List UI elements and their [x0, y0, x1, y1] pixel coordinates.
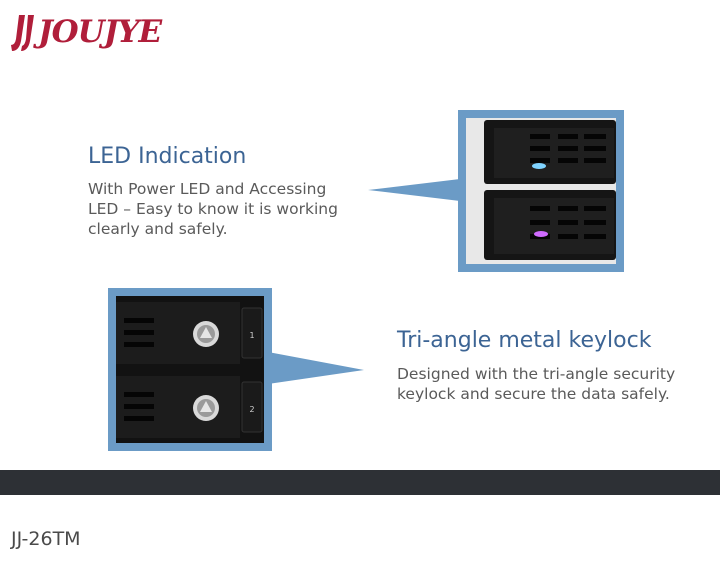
keylock-feature-description: Designed with the tri-angle security key…	[397, 365, 676, 403]
drive-bay-keylock-icon: 1 2	[116, 296, 264, 443]
led-feature-description: With Power LED and Accessing LED – Easy …	[88, 180, 338, 238]
drive-bay-keylock-photo: 1 2	[108, 288, 272, 451]
brand-mark-icon	[11, 15, 34, 51]
footer-bar	[0, 470, 720, 495]
led-callout-pointer	[368, 179, 460, 201]
keylock-callout-pointer	[268, 352, 364, 384]
model-number: JJ-26TM	[11, 528, 81, 550]
keylock-feature-title: Tri-angle metal keylock	[397, 328, 652, 353]
bay-label-2: 2	[249, 405, 254, 414]
bay-label-1: 1	[249, 331, 254, 340]
led-feature-title: LED Indication	[88, 144, 247, 169]
brand-name: JOUJYE	[38, 14, 162, 50]
drive-bay-led-photo	[458, 110, 624, 272]
brand-logo: JOUJYE	[10, 10, 162, 54]
drive-bay-led-icon	[466, 118, 616, 264]
